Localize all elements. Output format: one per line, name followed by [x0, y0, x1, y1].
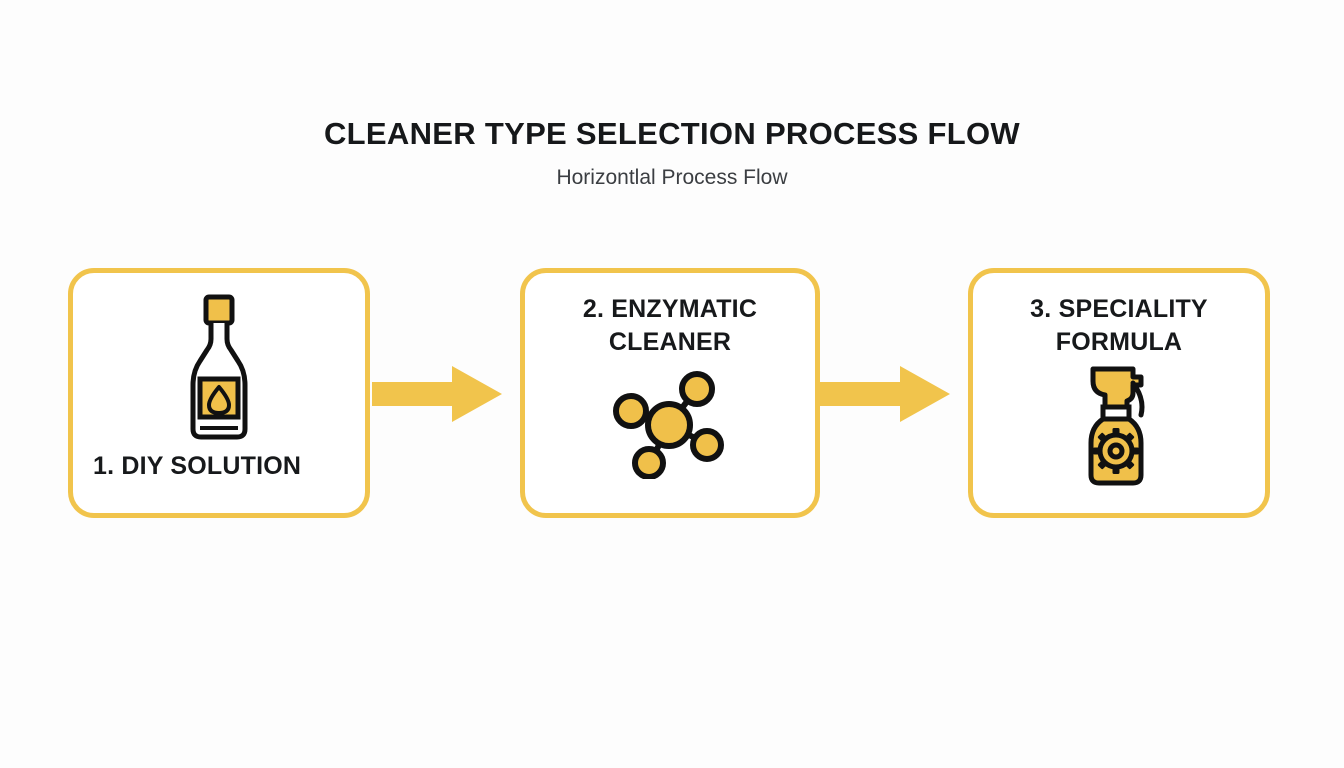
process-step-1-card[interactable]: 1. DIY SOLUTION [68, 268, 370, 518]
process-step-3-label: 3. SPECIALITY FORMULA [973, 293, 1265, 359]
process-step-3-label-line-1: 3. SPECIALITY [1030, 295, 1208, 323]
process-step-1-label: 1. DIY SOLUTION [93, 452, 302, 480]
process-step-2-label: 2. ENZYMATIC CLEANER [525, 293, 815, 359]
process-step-2-label-line-2: CLEANER [608, 328, 732, 356]
process-step-2-label-line-1: 2. ENZYMATIC [582, 295, 758, 323]
page-subtitle: Horizontlal Process Flow [556, 165, 788, 189]
bottle-with-droplet-icon [176, 293, 262, 443]
process-step-2-card[interactable]: 2. ENZYMATIC CLEANER [520, 268, 820, 518]
molecule-icon [611, 367, 729, 479]
process-flow: 1. DIY SOLUTION 2. ENZYMATIC CLEANER [68, 268, 1270, 518]
page-title: CLEANER TYPE SELECTION PROCESS FLOW [324, 116, 1020, 151]
spray-bottle-gear-icon [1071, 363, 1167, 489]
process-step-3-label-line-2: FORMULA [1055, 328, 1183, 356]
header: CLEANER TYPE SELECTION PROCESS FLOW Hori… [0, 116, 1344, 190]
arrow-right-icon-1 [372, 366, 502, 422]
process-step-3-card[interactable]: 3. SPECIALITY FORMULA [968, 268, 1270, 518]
arrow-right-icon-2 [820, 366, 950, 422]
